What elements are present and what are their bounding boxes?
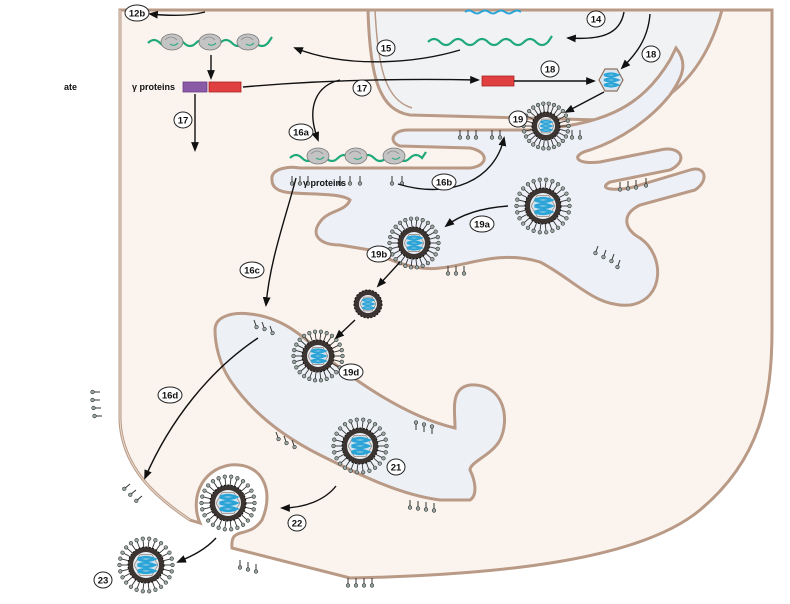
capsid-protein-bar <box>182 81 208 93</box>
step-label-17: 17 <box>173 111 193 129</box>
svg-text:16d: 16d <box>162 391 179 402</box>
arrow-to-19 <box>564 91 605 113</box>
side-text: ate <box>64 82 77 92</box>
arrow-19c-to-19d <box>334 319 356 340</box>
arrow-14 <box>566 11 625 43</box>
step-label-16a: 16a <box>288 123 314 141</box>
svg-text:19: 19 <box>513 115 524 126</box>
envelope-protein-bar <box>208 81 242 93</box>
step-label-19a: 19a <box>469 215 495 233</box>
mrna-strand <box>427 35 553 47</box>
nucleocapsid <box>598 68 624 92</box>
virion-19b <box>387 216 441 270</box>
svg-text:15: 15 <box>381 44 392 55</box>
svg-text:16a: 16a <box>293 128 310 139</box>
arrow-16b <box>397 136 507 191</box>
nuclear-rna <box>464 9 522 15</box>
polysome-cytoplasm <box>147 33 273 51</box>
svg-text:19a: 19a <box>474 220 491 231</box>
svg-text:21: 21 <box>391 463 402 474</box>
virion-19d <box>291 329 345 383</box>
svg-text:19b: 19b <box>371 250 388 261</box>
envelope-protein-bar-cytoplasm <box>481 75 515 87</box>
step-label-19b: 19b <box>366 245 392 263</box>
svg-text:12b: 12b <box>129 9 146 20</box>
virion-19c <box>353 289 383 319</box>
arrow-23 <box>176 537 217 563</box>
step-label-16c: 16c <box>239 261 265 279</box>
arrow-18-down <box>620 13 651 70</box>
gamma-proteins-label: γ proteins <box>132 82 175 92</box>
step-label-18b: 18 <box>641 45 661 63</box>
virion-budding-er <box>521 101 571 151</box>
step-label-23: 23 <box>93 571 113 589</box>
virion-23 <box>117 536 175 594</box>
arrow-19b-to-19c <box>376 261 401 288</box>
virion-19a <box>514 177 572 235</box>
step-label-12b: 12b <box>124 4 150 22</box>
step-label-14: 14 <box>586 10 606 28</box>
arrow-15 <box>293 47 461 63</box>
step-label-16d: 16d <box>157 386 183 404</box>
arrow-12b <box>148 10 206 19</box>
virion-21 <box>331 417 389 475</box>
step-label-15: 15 <box>376 39 396 57</box>
svg-text:14: 14 <box>591 15 602 26</box>
er-lumen <box>270 45 706 307</box>
arrow-17-right <box>242 75 480 88</box>
arrows <box>144 10 651 563</box>
svg-text:18: 18 <box>646 50 657 61</box>
svg-text:17: 17 <box>357 84 368 95</box>
step-labels: 12b 14 15 16a 16b 16c 16d 17 17 18 18 19 19a 19b 19d 21… <box>93 4 661 589</box>
arrow-17-branch <box>311 79 341 142</box>
arrow-22 <box>280 485 337 512</box>
svg-text:23: 23 <box>98 576 109 587</box>
step-label-21: 21 <box>386 458 406 476</box>
svg-text:16c: 16c <box>244 266 260 277</box>
svg-text:22: 22 <box>292 519 303 530</box>
arrow-16d <box>144 337 259 480</box>
step-label-18: 18 <box>540 60 560 78</box>
svg-text:16b: 16b <box>436 178 453 189</box>
svg-text:18: 18 <box>545 65 556 76</box>
svg-text:19d: 19d <box>343 368 360 379</box>
gamma-proteins-er-label: γ proteins <box>303 178 346 188</box>
svg-text:17: 17 <box>178 116 189 127</box>
step-label-22: 22 <box>287 514 307 532</box>
polysome-er <box>289 147 427 186</box>
step-label-16b: 16b <box>431 173 457 191</box>
step-label-17b: 17 <box>352 79 372 97</box>
arrow-16c <box>262 177 297 307</box>
virions <box>117 101 572 594</box>
step-label-19: 19 <box>508 110 528 128</box>
step-label-19d: 19d <box>338 363 364 381</box>
virion-22 <box>199 474 257 532</box>
arrow-19a <box>444 205 509 228</box>
cell-membrane <box>118 8 774 580</box>
